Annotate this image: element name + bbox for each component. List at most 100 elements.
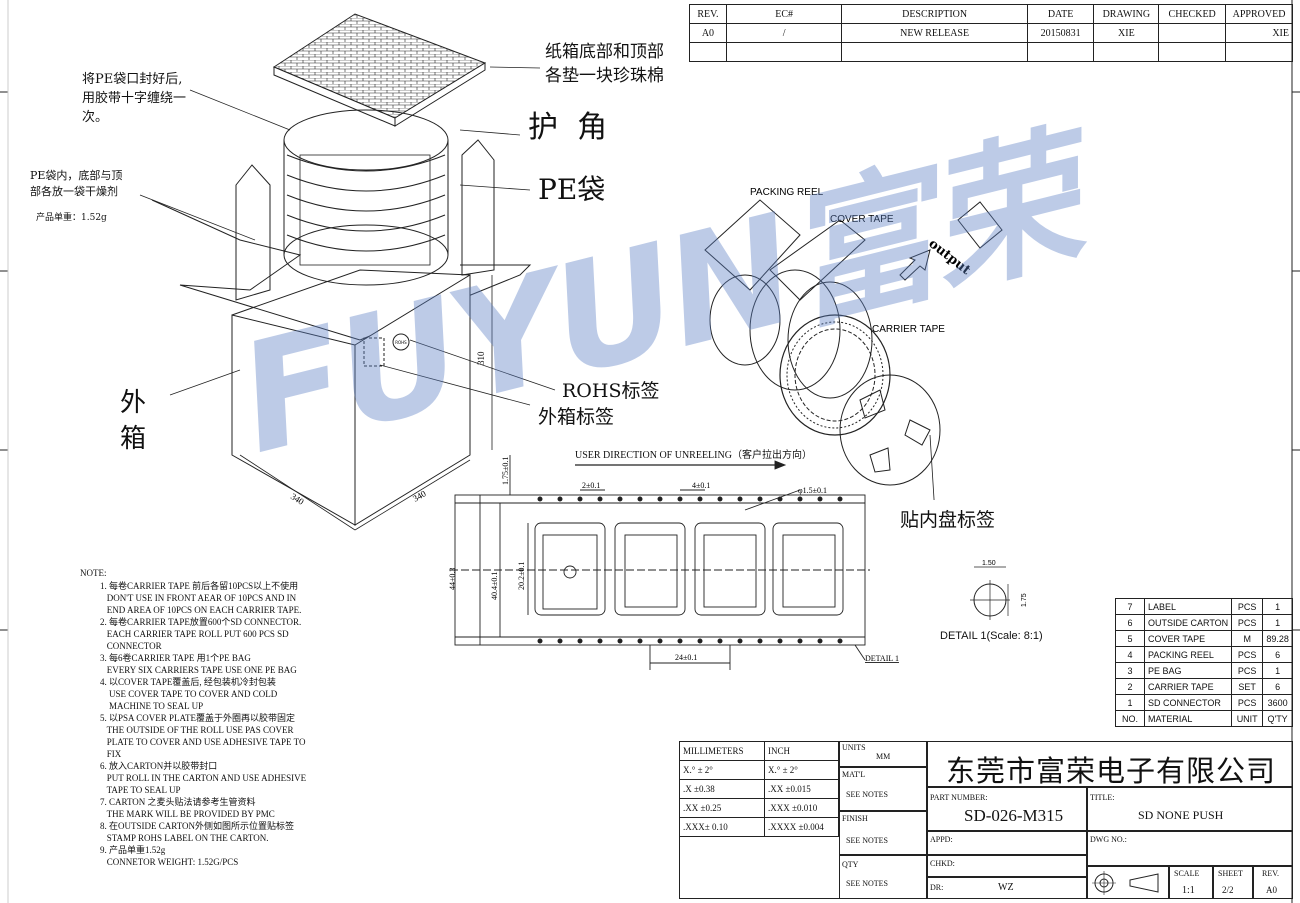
cover-tape <box>769 219 866 301</box>
note-line: EACH CARRIER TAPE ROLL PUT 600 PCS SD <box>100 629 289 639</box>
dwg-no-cell: DWG NO.: <box>1087 831 1293 866</box>
corner-guard-annotation: 护 角 <box>528 110 608 145</box>
drawn-by: WZ <box>998 882 1014 893</box>
description-header: DESCRIPTION <box>841 4 1028 24</box>
cushion-top <box>272 13 487 119</box>
qty-cell: QTY SEE NOTES <box>839 855 927 899</box>
bom-unit: SET <box>1231 678 1264 695</box>
revision-table: REV. EC# DESCRIPTION DATE DRAWING CHECKE… <box>689 4 1293 62</box>
note-line: EVERY SIX CARRIERS TAPE USE ONE PE BAG <box>100 665 297 675</box>
bom-material: CARRIER TAPE <box>1143 678 1233 695</box>
note-line: 7. CARTON 之麦头贴法请参考生管资料 <box>100 797 256 807</box>
inch-tol: .XX ±0.015 <box>764 779 839 799</box>
bom-unit: PCS <box>1231 598 1264 615</box>
corner-guard-right <box>461 139 495 276</box>
note-line: 8. 在OUTSIDE CARTON外侧如图所示位置贴标签 <box>100 821 295 831</box>
sheet-cell: SHEET 2/2 <box>1213 866 1253 899</box>
drawing-title: SD NONE PUSH <box>1138 808 1224 822</box>
note-line: STAMP ROHS LABEL ON THE CARTON. <box>100 833 269 843</box>
bom-no: 4 <box>1115 646 1145 663</box>
bom-unit: PCS <box>1231 646 1264 663</box>
detail-h-dim: 1.75 <box>1021 593 1028 607</box>
qty-value: SEE NOTES <box>846 879 888 888</box>
revision-blank-row <box>689 42 1293 62</box>
chkd-label: CHKD: <box>930 859 955 868</box>
bom-material: COVER TAPE <box>1143 630 1233 647</box>
note-line: 6. 放入CARTON并以胶带封口 <box>100 761 218 771</box>
detail-callout: DETAIL 1 <box>865 654 899 663</box>
note-line: MACHINE TO SEAL UP <box>100 701 204 711</box>
bom-qty: 1 <box>1262 662 1293 679</box>
approved-value: XIE <box>1225 23 1293 43</box>
note-line: DON'T USE IN FRONT AEAR OF 10PCS AND IN <box>100 593 297 603</box>
carrier-tape-drawing: 2±0.1 4±0.1 φ1.5±0.1 1.75±0.1 20.2±0.1 4… <box>448 455 899 670</box>
carrier-tape-label: CARRIER TAPE <box>872 324 945 335</box>
units-label: UNITS <box>842 743 866 752</box>
pitch-small-dim: 2±0.1 <box>582 481 600 490</box>
mm-tol: .XX ±0.25 <box>679 798 765 818</box>
outer-box-annotation: 外 箱 <box>120 388 147 454</box>
checked-value <box>1158 23 1227 43</box>
packing-reel-label: PACKING REEL <box>750 187 824 198</box>
bom-no: 5 <box>1115 630 1145 647</box>
company-cell: 东莞市富荣电子有限公司 <box>927 741 1293 788</box>
drawing-header: DRAWING <box>1093 4 1160 24</box>
bom-qty: 6 <box>1262 646 1293 663</box>
note-line: PLATE TO COVER AND USE ADHESIVE TAPE TO <box>100 737 306 747</box>
sheet-label: SHEET <box>1218 869 1243 878</box>
chkd-cell: CHKD: <box>927 855 1087 877</box>
hole-dia-dim: φ1.5±0.1 <box>798 486 827 495</box>
cavity-width-dim: 20.2±0.1 <box>517 562 526 590</box>
bom-qty: 3600 <box>1262 694 1293 711</box>
bom-qty-header: Q'TY <box>1262 710 1293 727</box>
dr-label: DR: <box>930 883 944 892</box>
bom-material: SD CONNECTOR <box>1143 694 1233 711</box>
edge-offset-dim: 1.75±0.1 <box>501 457 510 485</box>
note-line: 5. 以PSA COVER PLATE覆盖于外圈再以胶带固定 <box>100 713 296 723</box>
revision-header-row: REV. EC# DESCRIPTION DATE DRAWING CHECKE… <box>689 4 1293 24</box>
note-line: CONNETOR WEIGHT: 1.52G/PCS <box>100 857 239 867</box>
finish-cell: FINISH SEE NOTES <box>839 811 927 855</box>
bom-material-header: MATERIAL <box>1143 710 1233 727</box>
bom-unit: PCS <box>1231 614 1264 631</box>
sprocket-holes <box>537 496 843 644</box>
finish-value: SEE NOTES <box>846 836 888 845</box>
rev-label: REV. <box>1262 869 1279 878</box>
bom-unit: PCS <box>1231 662 1264 679</box>
description-value: NEW RELEASE <box>841 23 1028 43</box>
note-line: FIX <box>100 749 122 759</box>
bom-qty: 1 <box>1262 614 1293 631</box>
qty-label: QTY <box>842 860 859 869</box>
bom-unit: PCS <box>1231 694 1264 711</box>
sheet-value: 2/2 <box>1222 885 1234 895</box>
detail-view: 1.50 1.75 <box>970 560 1028 620</box>
inch-tol: .XXX ±0.010 <box>764 798 839 818</box>
rohs-tag-icon <box>392 333 410 351</box>
box-height-dim: 310 <box>476 351 486 365</box>
seal-annotation: 将PE袋口封好后, 用胶带十字缠绕一 次。 <box>82 72 187 125</box>
bom-unit: M <box>1231 630 1264 647</box>
matl-label: MAT'L <box>842 770 866 779</box>
rev-header: REV. <box>689 4 727 24</box>
rev-value: A0 <box>689 23 727 43</box>
part-number-label: PART NUMBER: <box>930 793 988 802</box>
bom-no: 3 <box>1115 662 1145 679</box>
projection-cell <box>1087 866 1169 899</box>
notes-list: 1. 每卷CARRIER TAPE 前后各留10PCS以上不使用 DON'T U… <box>100 580 306 868</box>
matl-cell: MAT'L SEE NOTES <box>839 767 927 811</box>
rev-cell: REV. A0 <box>1253 866 1293 899</box>
rev-block-value: A0 <box>1266 885 1277 895</box>
unit-weight-annotation: 产品单重：1.52g <box>36 213 107 223</box>
note-line: 1. 每卷CARRIER TAPE 前后各留10PCS以上不使用 <box>100 581 299 591</box>
note-line: THE OUTSIDE OF THE ROLL USE PAS COVER <box>100 725 294 735</box>
cover-tape-label: COVER TAPE <box>830 214 894 225</box>
bom-no: 1 <box>1115 694 1145 711</box>
reel-drawing: PACKING REEL COVER TAPE CARRIER TAPE out… <box>704 187 1003 500</box>
note-line: USE COVER TAPE TO COVER AND COLD <box>100 689 278 699</box>
carton-packing-drawing: ROHS 310 340 340 <box>139 13 556 531</box>
company-name: 东莞市富荣电子有限公司 <box>946 754 1277 788</box>
